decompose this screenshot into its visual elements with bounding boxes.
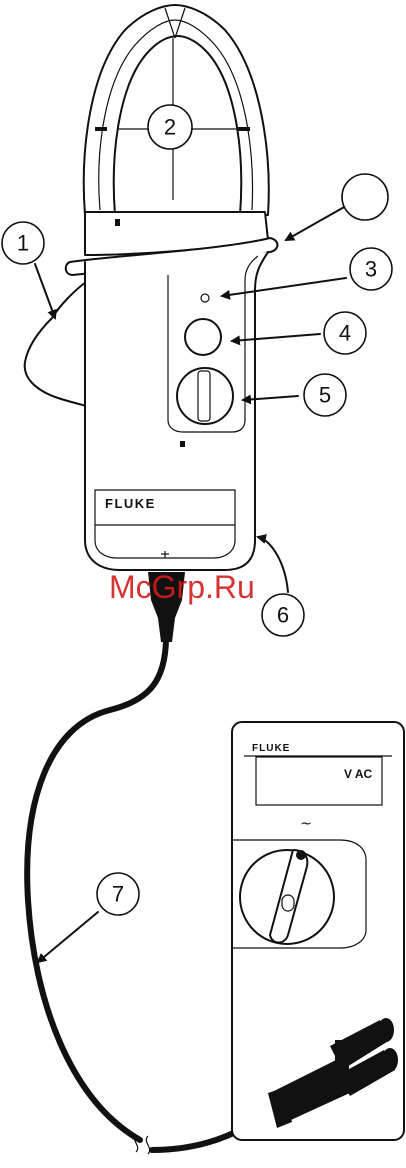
svg-text:2: 2 xyxy=(164,115,176,140)
meter-display-text: V AC xyxy=(344,767,373,781)
clamp-body: FLUKE xyxy=(85,252,268,570)
svg-text:5: 5 xyxy=(319,383,331,408)
meter-brand-label: FLUKE xyxy=(252,743,290,754)
meter-display xyxy=(256,757,382,805)
ac-symbol: ~ xyxy=(300,816,312,832)
svg-text:4: 4 xyxy=(339,321,351,346)
svg-text:1: 1 xyxy=(17,231,29,256)
callout-blank xyxy=(342,174,388,220)
svg-text:6: 6 xyxy=(277,603,289,628)
callout-4: 4 xyxy=(324,312,366,354)
svg-text:7: 7 xyxy=(112,882,124,907)
meter-rotary-dial[interactable] xyxy=(240,850,334,944)
callout-6: 6 xyxy=(262,594,304,636)
callout-1: 1 xyxy=(2,222,44,264)
thumb xyxy=(25,282,86,406)
watermark: McGrp.Ru xyxy=(109,569,255,605)
callout-5: 5 xyxy=(304,374,346,416)
data-hold-button[interactable] xyxy=(185,319,221,355)
svg-text:3: 3 xyxy=(365,257,377,282)
callout-3: 3 xyxy=(350,248,392,290)
indicator-led xyxy=(201,294,209,302)
callout-7: 7 xyxy=(97,873,139,915)
range-selector-dial[interactable] xyxy=(177,368,233,424)
callout-2: 2 xyxy=(148,105,192,149)
clamp-brand-label: FLUKE xyxy=(105,496,156,511)
